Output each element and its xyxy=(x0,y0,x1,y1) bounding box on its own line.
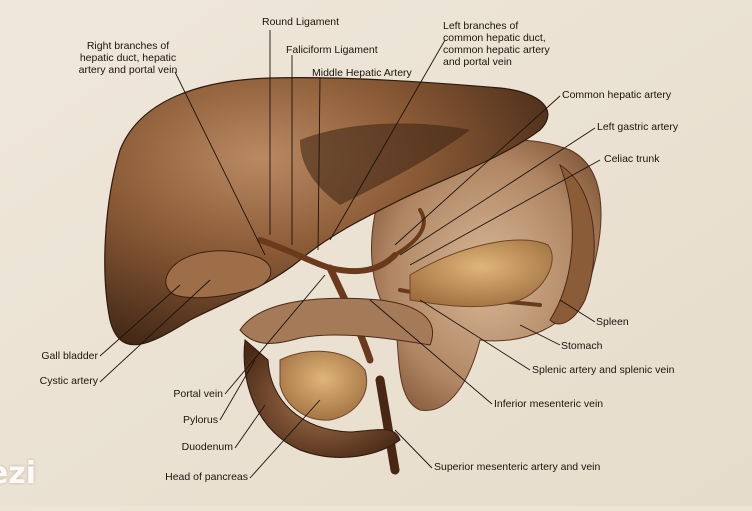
label-portal-vein: Portal vein xyxy=(173,388,223,400)
label-pylorus: Pylorus xyxy=(182,414,218,426)
spleen xyxy=(549,163,595,325)
label-duodenum: Duodenum xyxy=(181,441,233,453)
label-gall-bladder: Gall bladder xyxy=(41,350,98,362)
label-head-of-pancreas: Head of pancreas xyxy=(165,471,248,483)
label-left-gastric-artery: Left gastric artery xyxy=(597,121,679,133)
label-middle-hepatic-artery: Middle Hepatic Artery xyxy=(312,67,412,79)
watermark-logo: ezi xyxy=(0,456,37,491)
label-left-branches: Left branches of common hepatic duct, co… xyxy=(443,20,550,68)
label-spleen: Spleen xyxy=(596,316,629,328)
pancreas xyxy=(409,239,553,308)
label-splenic-artery-vein: Splenic artery and splenic vein xyxy=(532,364,675,376)
label-superior-mesenteric: Superior mesenteric artery and vein xyxy=(434,461,601,473)
label-right-branches: Right branches of hepatic duct, hepatic … xyxy=(78,40,178,76)
label-round-ligament: Round Ligament xyxy=(262,16,340,28)
label-celiac-trunk: Celiac trunk xyxy=(604,153,660,165)
liver-underside xyxy=(300,123,470,205)
head-of-pancreas xyxy=(279,350,367,421)
label-inferior-mesenteric-vein: Inferior mesenteric vein xyxy=(494,398,604,410)
pylorus xyxy=(239,297,433,346)
duodenum xyxy=(243,339,401,458)
gall-bladder xyxy=(165,250,272,299)
label-cystic-artery: Cystic artery xyxy=(39,375,98,387)
leader-lines xyxy=(99,30,601,479)
label-common-hepatic-artery: Common hepatic artery xyxy=(562,89,672,101)
label-stomach: Stomach xyxy=(561,340,603,352)
label-falciform-ligament: Faliciform Ligament xyxy=(286,44,378,56)
